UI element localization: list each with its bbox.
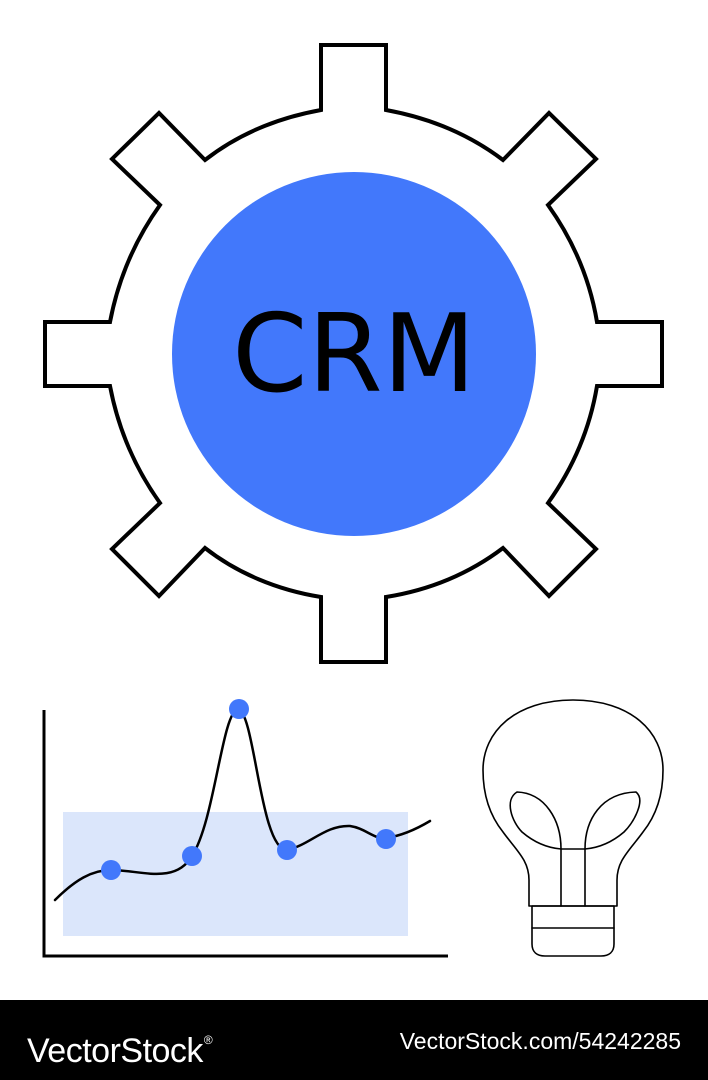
chart-highlight-band <box>63 812 408 936</box>
bulb-base <box>531 905 615 957</box>
watermark-brand-name: VectorStock <box>27 1032 203 1070</box>
chart-point <box>101 860 121 880</box>
bulb-filament-right <box>584 791 641 850</box>
crm-badge <box>172 172 536 536</box>
chart-point <box>277 840 297 860</box>
watermark-registered-mark: ® <box>203 1033 213 1047</box>
bulb-filament-left <box>509 791 562 850</box>
bulb-glass <box>482 699 664 907</box>
watermark-brand: VectorStock® <box>27 1018 213 1073</box>
chart-axes <box>42 710 448 958</box>
gear-icon: CRM <box>43 43 664 664</box>
watermark-stock-id: VectorStock.com/54242285 <box>399 1028 681 1054</box>
chart-trend-line <box>53 707 432 902</box>
chart-point <box>229 699 249 719</box>
chart-point <box>182 846 202 866</box>
watermark-bar: VectorStock® VectorStock.com/54242285 <box>0 1000 708 1080</box>
chart-point <box>376 829 396 849</box>
light-bulb-icon <box>482 699 664 957</box>
crm-label: CRM <box>232 292 476 417</box>
illustration-canvas: CRM <box>42 43 664 958</box>
line-chart-icon <box>42 699 448 958</box>
